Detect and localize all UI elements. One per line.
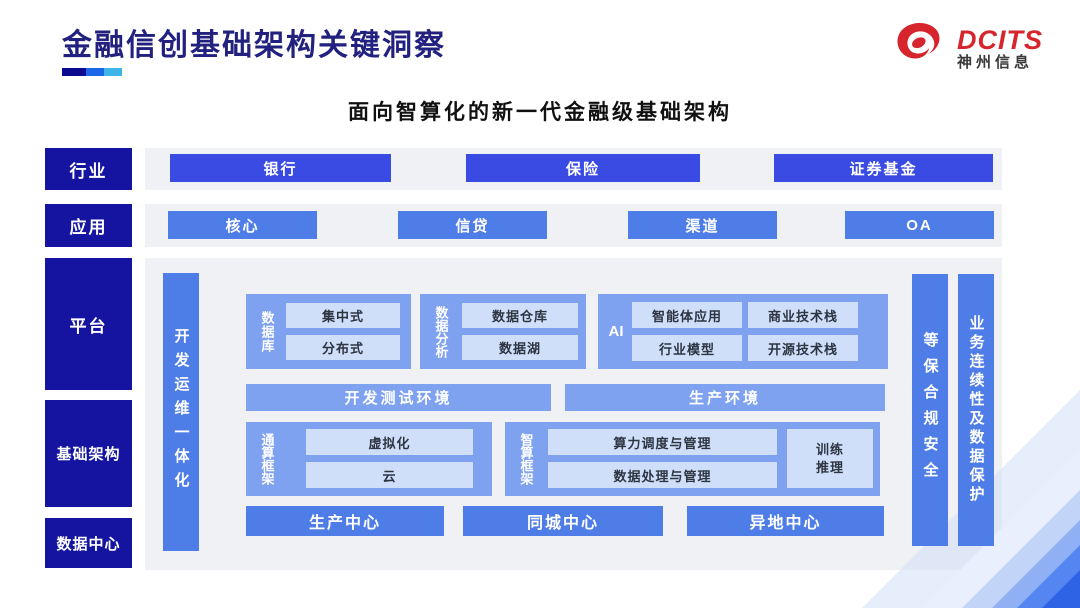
data-processing-box: 数据处理与管理 (548, 462, 777, 488)
remote-center-pill: 异地中心 (687, 506, 884, 536)
security-compliance-bar-label: 等保合规安全 (921, 332, 939, 488)
industry-strip: 银行 保险 证券基金 (145, 148, 1002, 190)
dev-test-env-bar: 开发测试环境 (246, 384, 551, 411)
data-warehouse-box: 数据仓库 (462, 303, 578, 328)
securities-fund-pill: 证券基金 (774, 154, 993, 182)
business-continuity-bar: 业务连续性及数据保护 (958, 274, 994, 546)
devops-bar-label: 开发运维一体化 (172, 328, 190, 496)
data-lake-box: 数据湖 (462, 335, 578, 360)
dcits-swirl-icon (893, 22, 949, 75)
layer-label-application: 应用 (45, 204, 132, 247)
layer-label-platform: 平台 (45, 258, 132, 390)
logo-company-text: 神州信息 (957, 53, 1034, 71)
insurance-pill: 保险 (466, 154, 700, 182)
agent-app-box: 智能体应用 (632, 302, 742, 328)
intelligent-compute-group-label: 智算框架 (518, 433, 534, 485)
layer-label-datacenter: 数据中心 (45, 518, 132, 568)
ai-group-label: AI (608, 323, 624, 340)
opensource-stack-box: 开源技术栈 (748, 335, 858, 361)
industry-model-box: 行业模型 (632, 335, 742, 361)
same-city-center-pill: 同城中心 (463, 506, 663, 536)
commercial-stack-box: 商业技术栈 (748, 302, 858, 328)
platform-panel: 开发运维一体化 数据库 集中式 分布式 数据分析 数据仓库 数据湖 AI 智能体… (145, 258, 1002, 570)
page-title: 金融信创基础架构关键洞察 (62, 29, 446, 62)
database-group: 数据库 集中式 分布式 (246, 294, 411, 369)
centralized-box: 集中式 (286, 303, 400, 328)
virtualization-box: 虚拟化 (306, 429, 473, 455)
database-group-label: 数据库 (259, 310, 275, 353)
oa-pill: OA (845, 211, 994, 239)
ai-group: AI 智能体应用 商业技术栈 行业模型 开源技术栈 (598, 294, 888, 369)
layer-label-infrastructure: 基础架构 (45, 400, 132, 507)
business-continuity-bar-label: 业务连续性及数据保护 (967, 315, 985, 505)
core-pill: 核心 (168, 211, 317, 239)
logo-brand-text: DCITS (957, 25, 1043, 56)
cloud-box: 云 (306, 462, 473, 488)
general-compute-group: 通算框架 虚拟化 云 (246, 422, 492, 496)
company-logo: DCITS 神州信息 (893, 22, 1043, 75)
channel-pill: 渠道 (628, 211, 777, 239)
devops-bar: 开发运维一体化 (163, 273, 199, 551)
data-analytics-group: 数据分析 数据仓库 数据湖 (420, 294, 586, 369)
distributed-box: 分布式 (286, 335, 400, 360)
security-compliance-bar: 等保合规安全 (912, 274, 948, 546)
intelligent-compute-group: 智算框架 算力调度与管理 数据处理与管理 训练 推理 (505, 422, 880, 496)
application-strip: 核心 信贷 渠道 OA (145, 204, 1002, 247)
layer-label-industry: 行业 (45, 148, 132, 190)
compute-scheduling-box: 算力调度与管理 (548, 429, 777, 455)
data-analytics-group-label: 数据分析 (433, 305, 449, 358)
production-env-bar: 生产环境 (565, 384, 885, 411)
bank-pill: 银行 (170, 154, 391, 182)
training-inference-box: 训练 推理 (787, 429, 873, 488)
production-center-pill: 生产中心 (246, 506, 444, 536)
title-underline (62, 68, 122, 76)
general-compute-group-label: 通算框架 (259, 433, 275, 485)
credit-pill: 信贷 (398, 211, 547, 239)
diagram-subtitle: 面向智算化的新一代金融级基础架构 (348, 101, 732, 124)
